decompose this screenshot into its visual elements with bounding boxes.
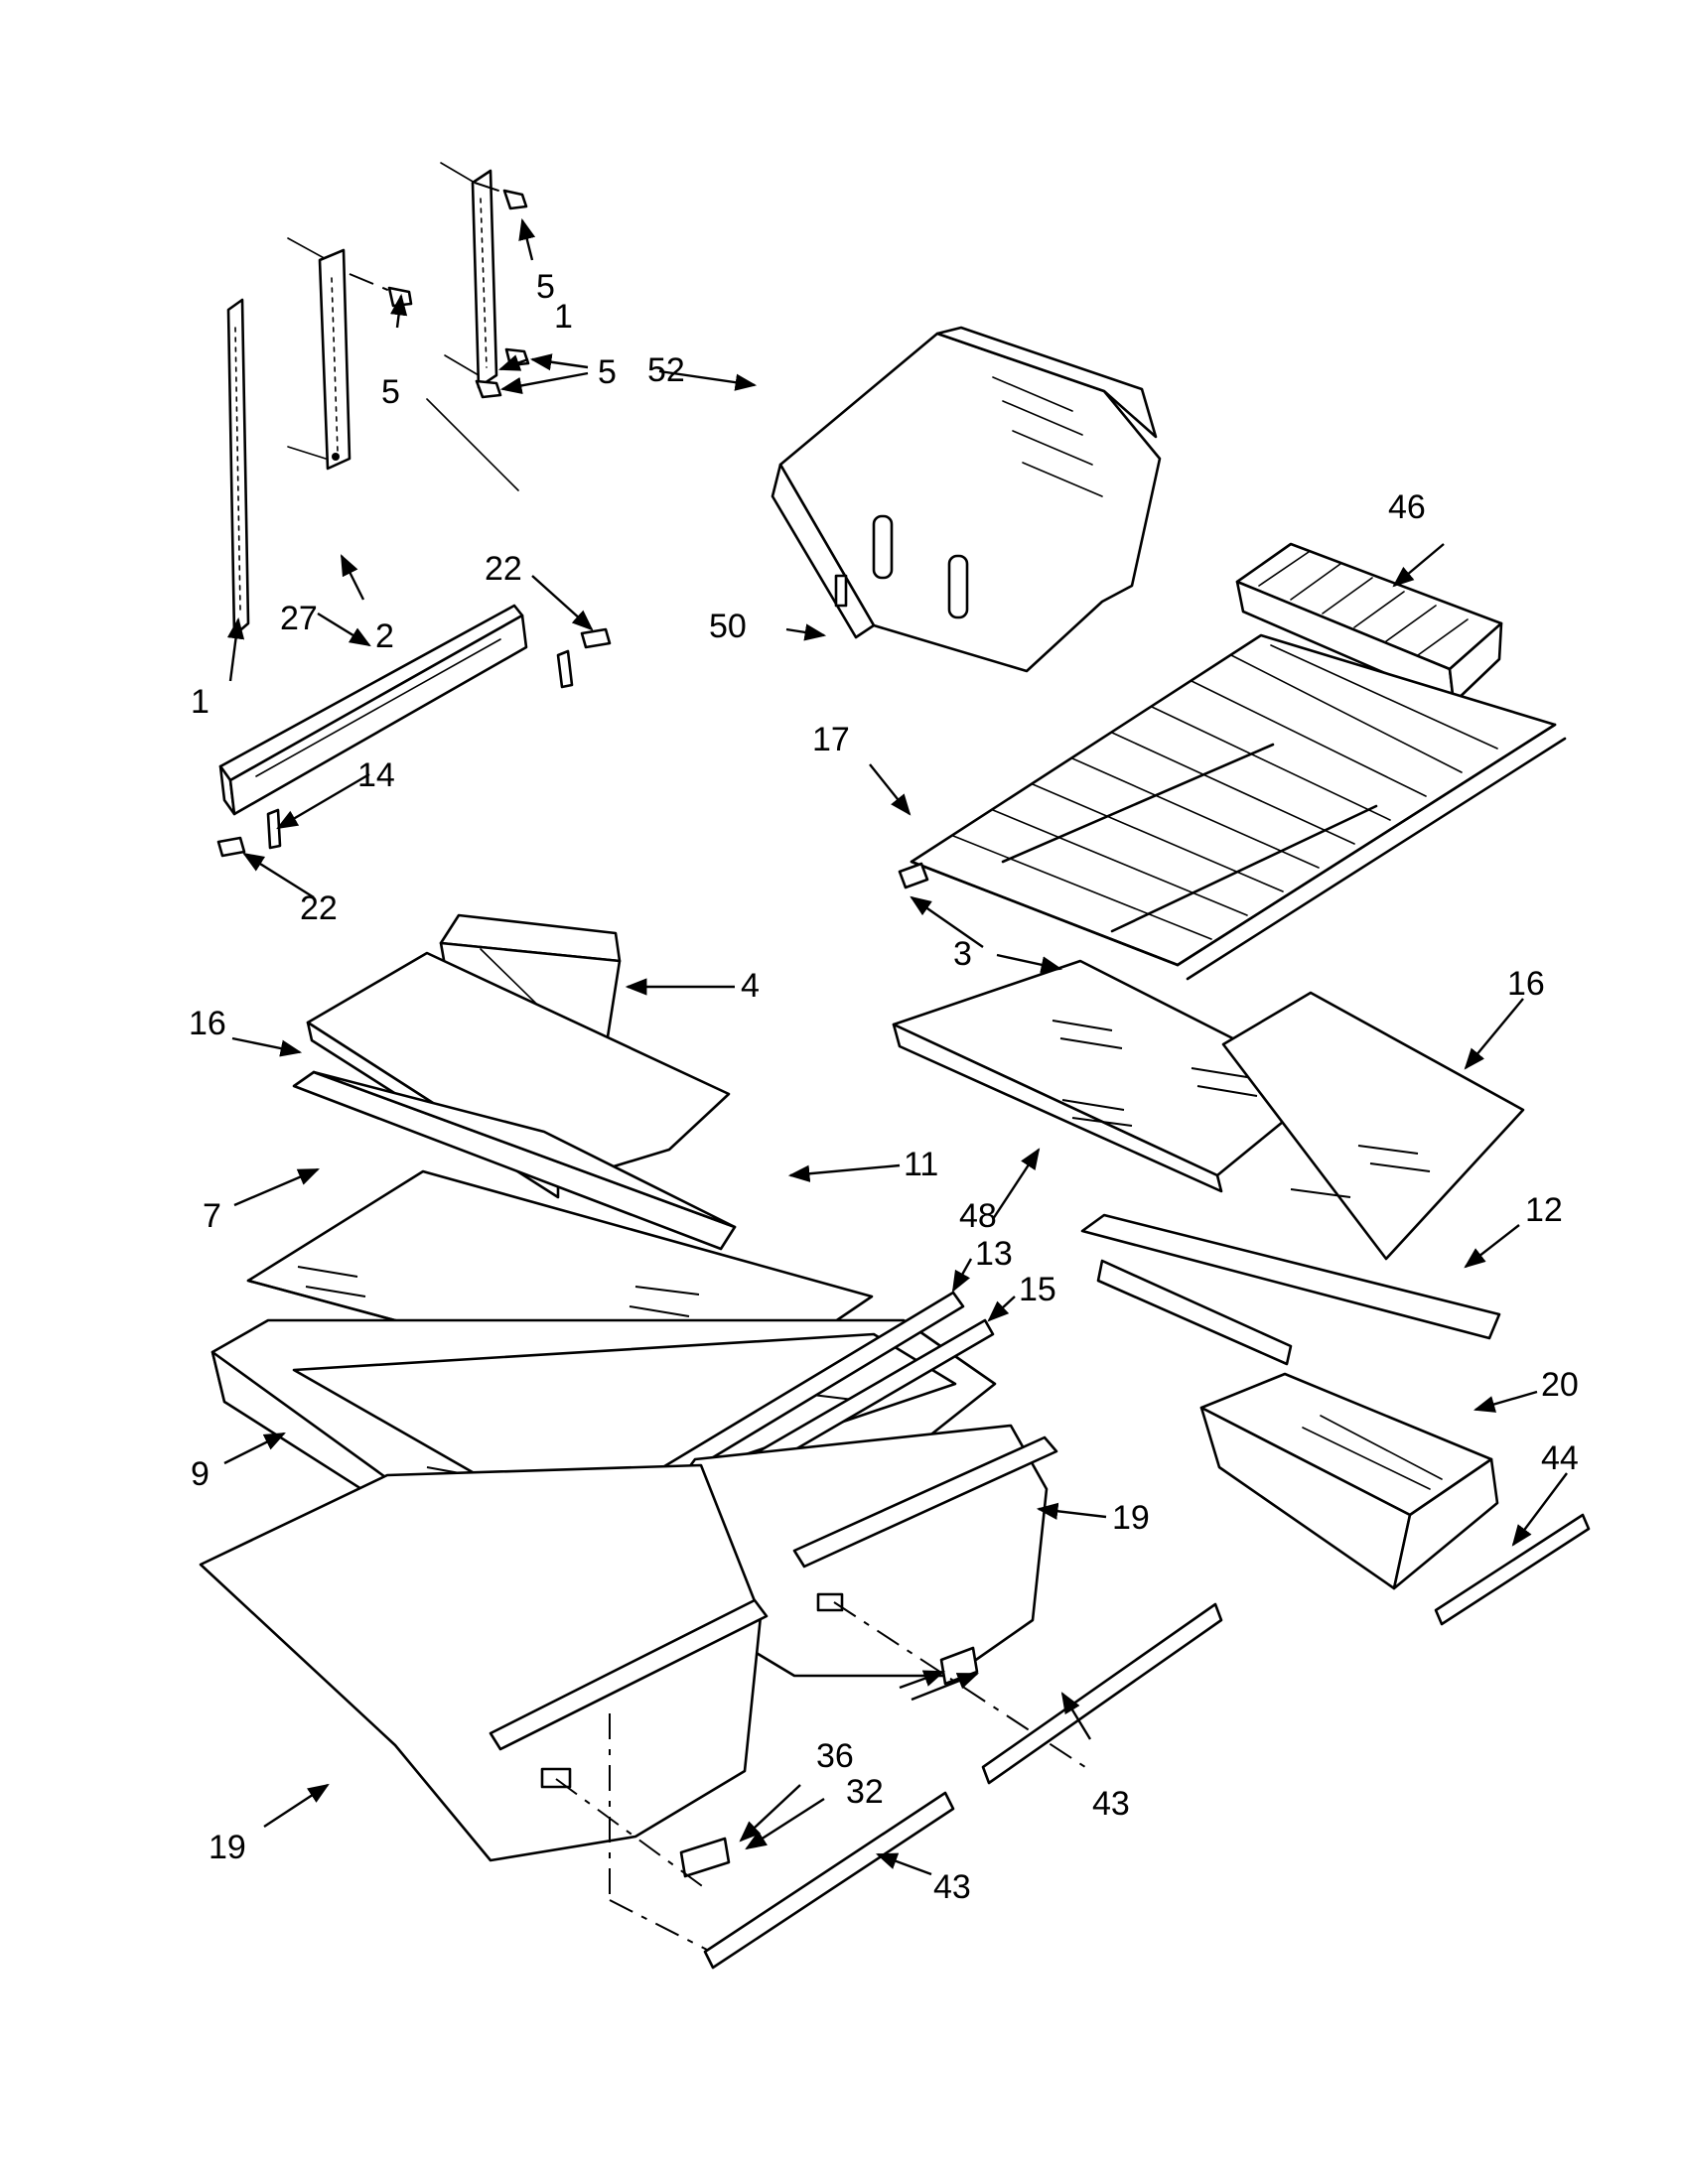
callout-9: 9: [191, 1455, 210, 1493]
ice-cube-tray: [1235, 542, 1503, 705]
drawer-trim-43-lower: [609, 1713, 955, 1970]
callout-15: 15: [1019, 1271, 1056, 1308]
ice-bin-bracket: [771, 326, 1162, 673]
callout-20: 20: [1541, 1366, 1579, 1404]
callout-12: 12: [1525, 1191, 1563, 1229]
clip-14-right: [556, 649, 574, 689]
callout-43-lower: 43: [933, 1868, 971, 1906]
callout-32: 32: [846, 1773, 884, 1811]
meat-drawer: [1199, 1372, 1499, 1590]
callout-36: 36: [816, 1737, 854, 1775]
callout-14: 14: [357, 756, 395, 794]
callout-27: 27: [280, 600, 318, 637]
wire-shelf: [910, 633, 1567, 981]
callout-46: 46: [1388, 488, 1426, 526]
screw-22-right: [580, 627, 612, 649]
callout-22-left: 22: [300, 889, 338, 927]
callout-43-upper: 43: [1092, 1785, 1130, 1823]
screw-5-top: [474, 182, 528, 210]
callout-1-left: 1: [191, 683, 210, 721]
callout-44: 44: [1541, 1439, 1579, 1477]
callout-5-lower: 5: [598, 353, 617, 391]
glass-shelf-right-back: [1221, 991, 1525, 1261]
callout-2: 2: [375, 617, 394, 655]
callout-19-right: 19: [1112, 1499, 1150, 1537]
callout-3: 3: [953, 935, 972, 973]
drawer-trim-43-upper: [981, 1602, 1223, 1785]
shelf-rail-center: [287, 237, 351, 471]
callout-50: 50: [709, 608, 747, 645]
callout-48: 48: [959, 1197, 997, 1235]
callout-17: 17: [812, 721, 850, 758]
callout-11: 11: [904, 1146, 938, 1183]
callout-13: 13: [975, 1235, 1013, 1273]
callout-7: 7: [203, 1197, 221, 1235]
crisper-drawer-left: [199, 1463, 769, 1862]
shelf-rail-left: [226, 298, 250, 637]
shelf-support-bracket: [218, 398, 528, 816]
drawer-track-left: [555, 1778, 731, 1889]
drawer-trim-right: [1434, 1513, 1591, 1626]
shelf-frame: [292, 1070, 737, 1251]
callout-19-left: 19: [209, 1829, 246, 1866]
shelf-frame-right: [1080, 1213, 1501, 1366]
shelf-rail-right: [440, 162, 498, 389]
callout-1-right: 1: [554, 298, 573, 336]
shelf-pin-upper: [898, 862, 929, 889]
callout-5-top: 5: [536, 268, 555, 306]
screw-22-left: [216, 836, 246, 858]
clip-14-left: [266, 808, 282, 850]
callout-22-right: 22: [485, 550, 522, 588]
callout-16-left: 16: [189, 1005, 226, 1042]
callout-16-right: 16: [1507, 965, 1545, 1003]
callout-52: 52: [647, 351, 685, 389]
screw-5-middle: [349, 273, 413, 308]
callout-4: 4: [741, 967, 760, 1005]
callout-5-middle: 5: [381, 373, 400, 411]
